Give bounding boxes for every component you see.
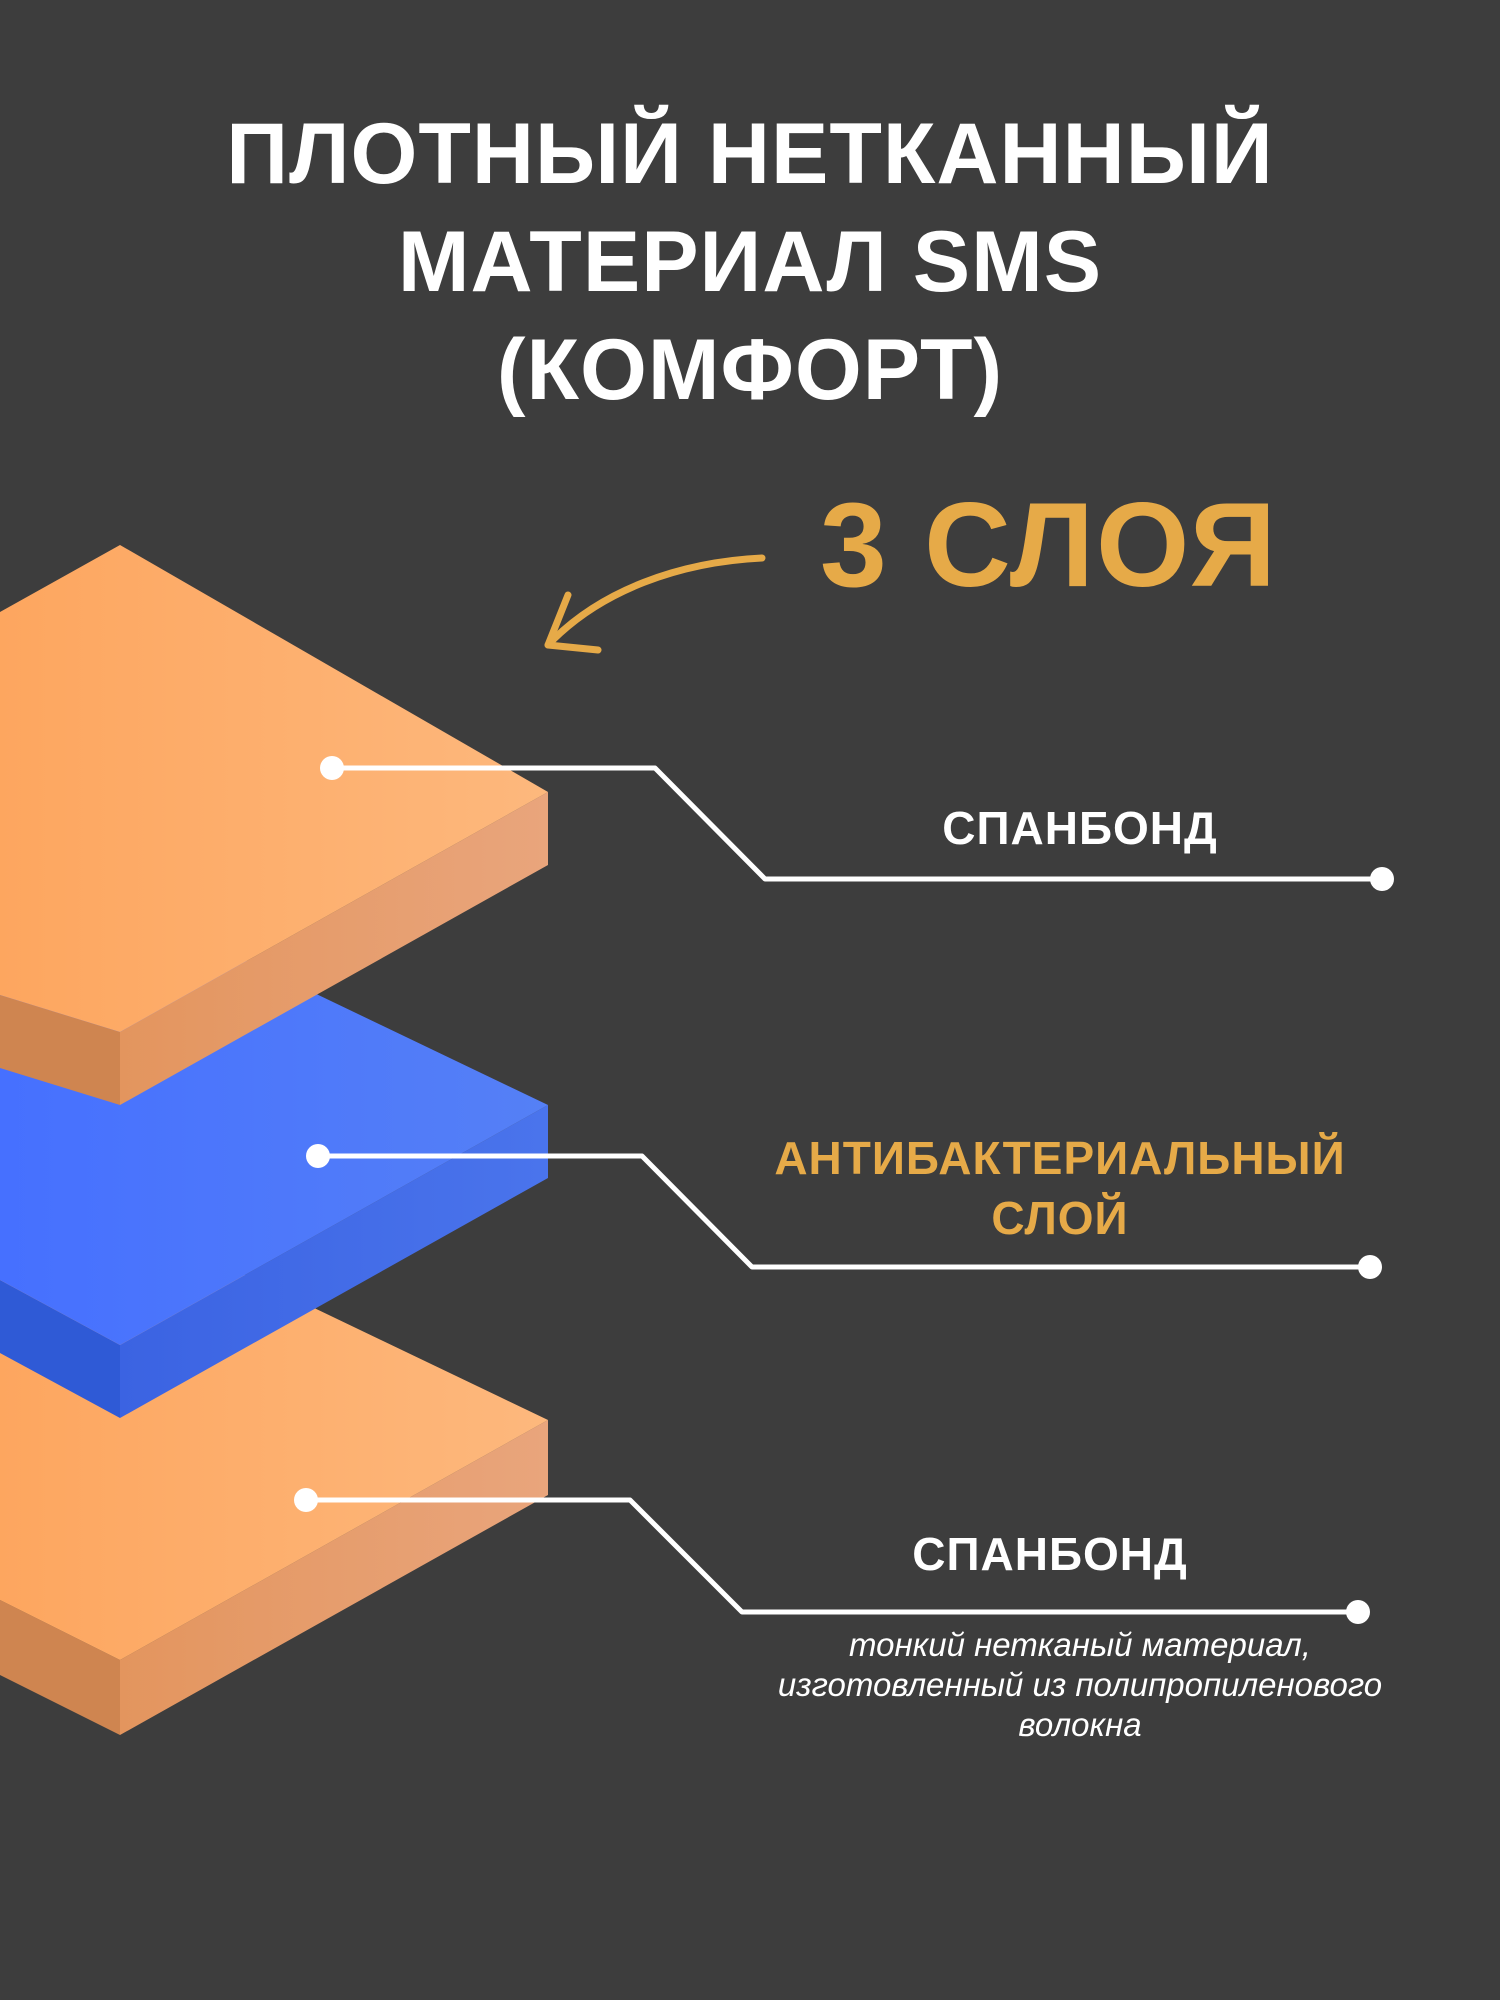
top-layer-left-face — [0, 995, 120, 1105]
curved-arrow-icon — [544, 554, 766, 654]
top-layer-right-face — [120, 792, 548, 1105]
layer-label-bottom: СПАНБОНД — [912, 1528, 1188, 1580]
top-layer-top-face — [0, 545, 548, 1032]
description-line-2: изготовленный из полипропиленового — [777, 1666, 1383, 1703]
layer-label-middle-line-2: СЛОЙ — [991, 1192, 1129, 1244]
leader-line-1 — [320, 756, 1394, 891]
leader-line-2 — [306, 1144, 1382, 1279]
page-title: ПЛОТНЫЙ НЕТКАННЫЙ МАТЕРИАЛ SMS (КОМФОРТ) — [0, 100, 1500, 424]
layer-label-middle-line-1: АНТИБАКТЕРИАЛЬНЫЙ — [774, 1132, 1346, 1184]
leader-2-start-dot — [306, 1144, 330, 1168]
description-line-1: тонкий нетканый материал, — [849, 1626, 1311, 1663]
leader-1-end-dot — [1370, 867, 1394, 891]
top-spunbond-layer — [0, 545, 548, 1105]
leader-3-start-dot — [294, 1488, 318, 1512]
leader-3-end-dot — [1346, 1600, 1370, 1624]
leader-2-end-dot — [1358, 1255, 1382, 1279]
description-line-3: волокна — [1018, 1706, 1142, 1743]
title-line-1: ПЛОТНЫЙ НЕТКАННЫЙ — [226, 106, 1274, 202]
leader-line-3 — [294, 1488, 1370, 1624]
middle-layer-right-face — [120, 1105, 548, 1418]
layers-count-heading: 3 СЛОЯ — [820, 478, 1278, 612]
title-line-2: МАТЕРИАЛ SMS — [397, 214, 1103, 310]
layer-label-middle: АНТИБАКТЕРИАЛЬНЫЙ СЛОЙ — [740, 1128, 1380, 1248]
leader-1-start-dot — [320, 756, 344, 780]
title-line-3: (КОМФОРТ) — [496, 322, 1004, 418]
bottom-layer-left-face — [0, 1600, 120, 1735]
bottom-layer-description: тонкий нетканый материал, изготовленный … — [680, 1625, 1480, 1745]
layer-label-top: СПАНБОНД — [942, 802, 1218, 854]
middle-layer-left-face — [0, 1280, 120, 1418]
